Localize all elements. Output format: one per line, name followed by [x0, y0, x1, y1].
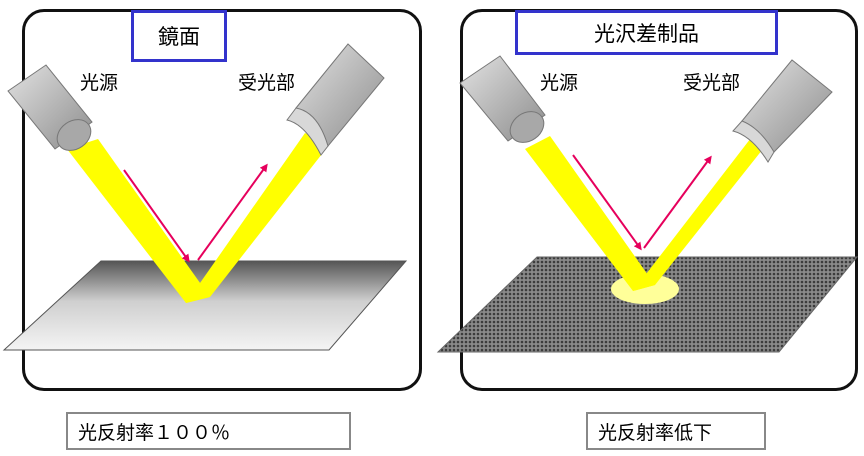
- receiver-camera-left: [286, 43, 385, 156]
- light-source-label-left: 光源: [80, 72, 119, 94]
- light-source-camera-right: [459, 55, 546, 143]
- light-source-camera-left: [7, 64, 93, 151]
- incident-arrow-left: [123, 169, 190, 263]
- incident-beam-right: [525, 136, 655, 291]
- receiver-label-left: 受光部: [238, 72, 296, 94]
- mirror-title: 鏡面: [131, 10, 227, 62]
- glossy-product-title: 光沢差制品: [515, 10, 778, 55]
- receiver-label-right: 受光部: [683, 72, 741, 94]
- reflectance-caption-right: 光反射率低下: [586, 412, 766, 450]
- textured-surface: [436, 256, 859, 353]
- light-source-label-right: 光源: [540, 72, 579, 94]
- mirror-surface: [2, 260, 408, 351]
- incident-arrow-right: [572, 154, 642, 251]
- receiver-camera-right: [732, 59, 833, 163]
- reflected-arrow-left: [197, 163, 268, 261]
- reflectance-caption-left: 光反射率１００％: [66, 412, 351, 450]
- reflected-beam-left: [186, 133, 329, 303]
- incident-beam-left: [67, 139, 210, 303]
- reflected-arrow-right: [643, 155, 712, 249]
- reflected-beam-right: [633, 134, 770, 291]
